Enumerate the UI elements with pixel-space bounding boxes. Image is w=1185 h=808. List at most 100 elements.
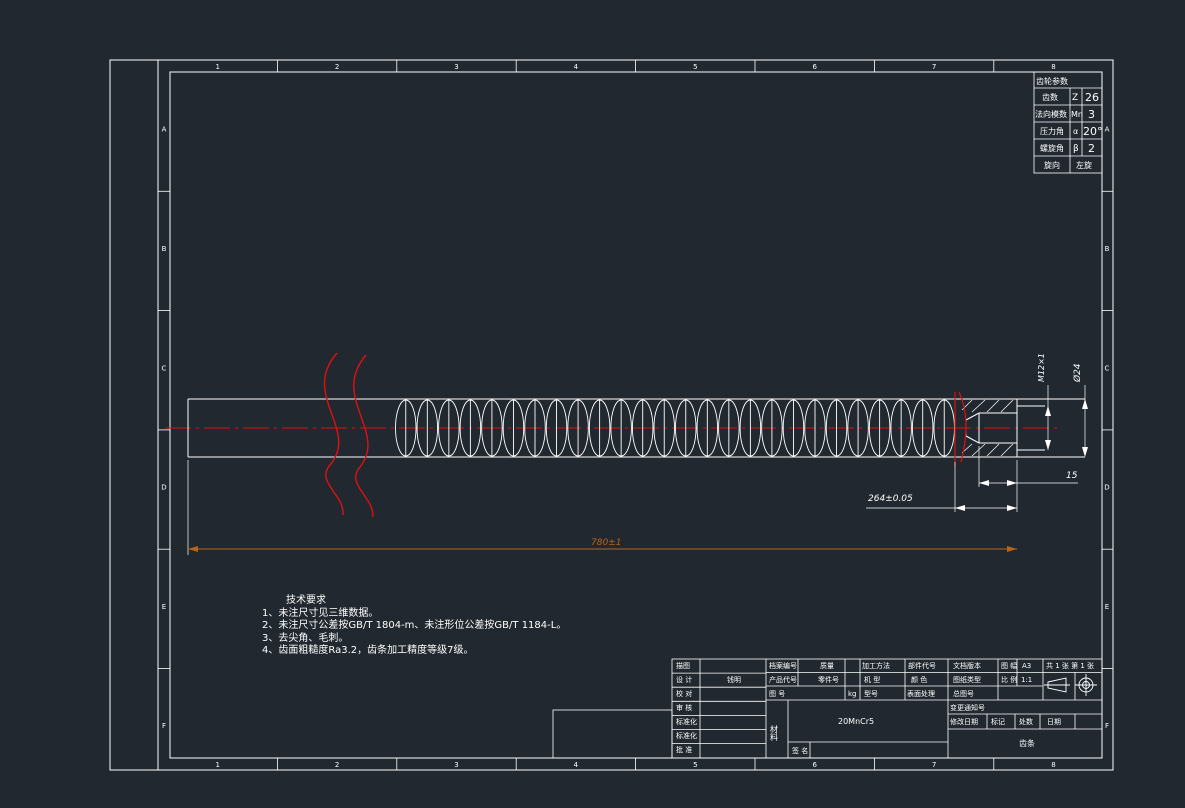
zone-column-label: 5 xyxy=(693,761,697,769)
gear-row-value: 左旋 xyxy=(1076,160,1092,170)
tb-mid-label: 机 型 xyxy=(864,675,880,684)
zone-row-label: A xyxy=(1105,126,1110,134)
tb-mid-label: 加工方法 xyxy=(862,661,890,670)
tb-pages: 共 1 张 第 1 张 xyxy=(1046,661,1094,670)
tb-unit: kg xyxy=(848,690,857,698)
zone-row-label: C xyxy=(1105,364,1110,372)
gear-row-symbol: Z xyxy=(1072,93,1078,103)
zone-row-label: E xyxy=(162,603,166,611)
tb-left-label: 标准化 xyxy=(676,717,697,726)
tb-right-label: 总图号 xyxy=(953,689,974,698)
tb-col-label: 图 号 xyxy=(769,690,785,698)
tb-change-label: 日期 xyxy=(1047,718,1061,726)
projection-symbol-icon xyxy=(1044,674,1097,696)
gear-row-value: 20° xyxy=(1083,125,1103,138)
tb-right-label: 颜 色 xyxy=(911,675,927,684)
dim-worm-length: 264±0.05 xyxy=(868,494,913,504)
zone-row-label: D xyxy=(1104,484,1109,492)
zone-row-label: B xyxy=(162,245,167,253)
gear-row-label: 旋向 xyxy=(1044,160,1060,170)
break-lines xyxy=(323,352,374,518)
title-block-text: 描图 设 计 校 对 审 核 标准化 标准化 批 准 钱明 档案编号 产品代号 … xyxy=(676,661,1094,755)
notes-item: 1、未注尺寸见三维数据。 xyxy=(262,607,379,619)
zone-column-label: 3 xyxy=(454,63,458,71)
zone-row-label: B xyxy=(1105,245,1110,253)
dim-diameter: Ø24 xyxy=(1072,363,1083,383)
zone-column-label: 6 xyxy=(812,63,817,71)
tb-right-label: 图纸类型 xyxy=(953,675,981,684)
title-block xyxy=(552,658,1103,759)
zone-column-label: 5 xyxy=(693,63,697,71)
zone-row-label: A xyxy=(162,126,167,134)
dim-thread: M12×1 xyxy=(1037,353,1046,382)
tb-material: 20MnCr5 xyxy=(838,717,874,726)
zone-row-label: E xyxy=(1105,603,1109,611)
technical-notes: 技术要求 1、未注尺寸见三维数据。 2、未注尺寸公差按GB/T 1804-m、未… xyxy=(262,595,566,658)
tb-mid-label: 型号 xyxy=(864,689,878,698)
gear-table-text: 齿轮参数 齿数 Z 26 法向模数 Mn 3 压力角 α 20° 螺旋角 β 2… xyxy=(1035,76,1103,170)
zone-row-label: F xyxy=(1105,722,1109,730)
zone-column-label: 4 xyxy=(574,63,579,71)
gear-row-label: 压力角 xyxy=(1040,126,1064,136)
title-block-rows xyxy=(672,672,1102,744)
section-cut-marks xyxy=(954,391,967,466)
tb-left-label: 描图 xyxy=(676,661,690,670)
dimension-lines xyxy=(187,385,1086,555)
zone-row-label: F xyxy=(162,722,166,730)
zone-column-label: 7 xyxy=(932,761,936,769)
zone-column-label: 3 xyxy=(454,761,458,769)
length-arrow xyxy=(188,546,198,552)
tb-change-label: 修改日期 xyxy=(950,717,978,726)
notes-item: 4、齿面粗糙度Ra3.2，齿条加工精度等级7级。 xyxy=(262,645,474,656)
gear-row-label: 螺旋角 xyxy=(1040,143,1064,153)
tb-col-label: 档案编号 xyxy=(769,661,797,670)
notes-item: 2、未注尺寸公差按GB/T 1804-m、未注形位公差按GB/T 1184-L。 xyxy=(262,620,567,631)
tb-size: A3 xyxy=(1022,662,1031,670)
gear-row-value: 26 xyxy=(1085,91,1099,104)
gear-parameter-table xyxy=(1033,71,1103,174)
tb-vertical-label: 材料 xyxy=(770,724,779,742)
notes-title: 技术要求 xyxy=(286,595,326,606)
dimension-arrows xyxy=(955,399,1088,511)
zone-column-label: 1 xyxy=(215,761,219,769)
gear-row-value: 3 xyxy=(1088,108,1095,121)
tb-change-label: 变更通知号 xyxy=(950,703,985,712)
tb-col-label: 产品代号 xyxy=(769,675,797,684)
zone-column-label: 2 xyxy=(335,761,339,769)
tb-col-label2: 质量 xyxy=(820,661,834,670)
gear-table-title: 齿轮参数 xyxy=(1036,76,1068,86)
tb-scale: 1:1 xyxy=(1021,676,1032,684)
tb-left-label: 标准化 xyxy=(676,731,697,740)
zone-column-label: 1 xyxy=(215,63,219,71)
tb-right-label: 文档版本 xyxy=(953,661,981,670)
tb-right-label: 表面处理 xyxy=(907,689,935,698)
tb-col-label2: 零件号 xyxy=(818,675,839,684)
rack-body xyxy=(187,398,1085,458)
tb-change-label: 标记 xyxy=(991,717,1005,726)
gear-row-label: 齿数 xyxy=(1042,92,1058,102)
gear-row-symbol: α xyxy=(1073,127,1078,136)
zone-column-label: 2 xyxy=(335,63,339,71)
outer-frame xyxy=(109,59,1114,771)
tb-right-label: 部件代号 xyxy=(908,661,936,670)
dim-length: 780±1 xyxy=(591,538,621,548)
tb-part-name: 齿条 xyxy=(1019,738,1035,748)
tb-change-label: 处数 xyxy=(1019,717,1033,726)
zone-column-label: 4 xyxy=(574,761,579,769)
tb-left-label: 批 准 xyxy=(676,745,692,754)
tb-scale-label: 比 例 xyxy=(1001,675,1017,684)
zone-row-label: D xyxy=(161,484,166,492)
rack-teeth xyxy=(395,399,955,457)
tb-left-label: 设 计 xyxy=(676,675,692,684)
gear-row-label: 法向模数 xyxy=(1035,109,1067,119)
gear-row-symbol: β xyxy=(1073,144,1079,154)
length-arrow xyxy=(1007,546,1017,552)
tb-size-label: 图 幅 xyxy=(1001,661,1017,670)
tb-designer: 钱明 xyxy=(727,675,741,684)
zone-column-label: 7 xyxy=(932,63,936,71)
tb-left-label: 校 对 xyxy=(676,689,692,698)
zone-row-label: C xyxy=(162,364,167,372)
